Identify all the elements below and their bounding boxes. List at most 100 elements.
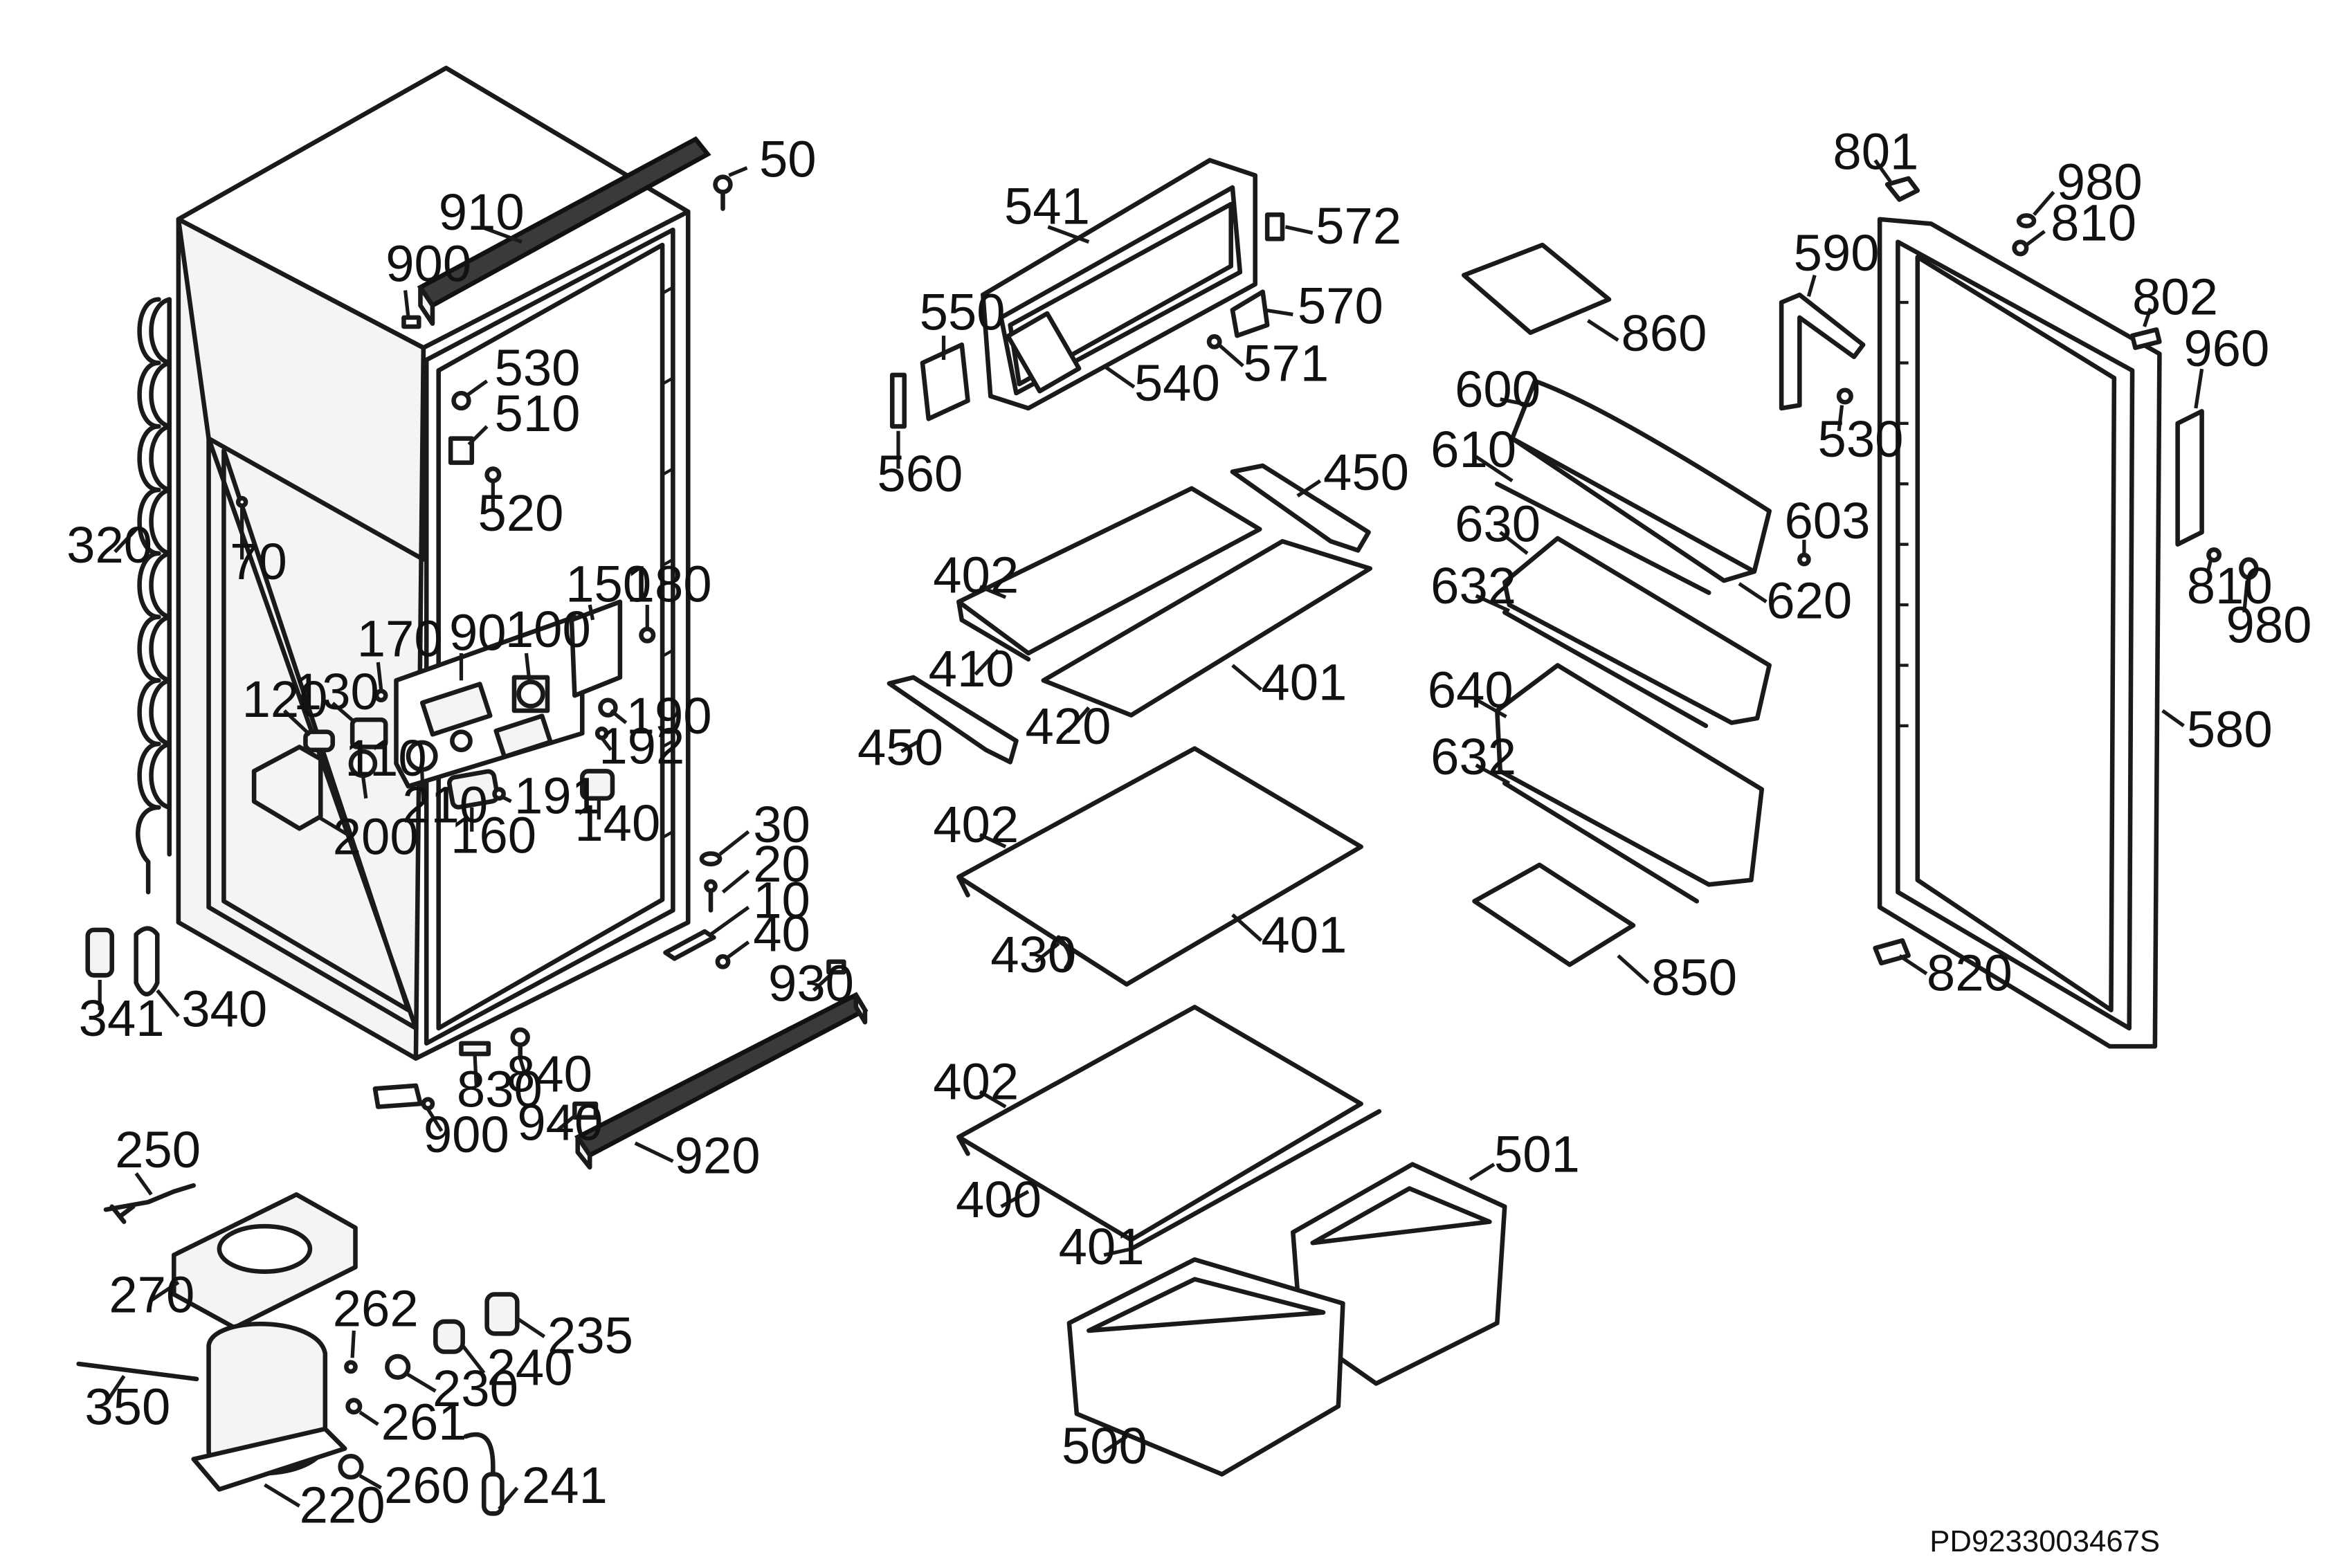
label-910: 910 — [439, 183, 525, 241]
label-610: 610 — [1430, 421, 1516, 478]
label-550: 550 — [920, 283, 1006, 340]
label-850: 850 — [1651, 949, 1737, 1006]
bottom-trim-bar — [372, 959, 869, 1170]
label-340: 340 — [181, 981, 267, 1038]
label-900-bottom: 900 — [424, 1106, 509, 1163]
label-450-lower: 450 — [857, 719, 943, 776]
label-170: 170 — [357, 610, 443, 667]
label-150: 150 — [565, 556, 651, 613]
label-590: 590 — [1794, 224, 1880, 282]
crisper-drawers — [1066, 1162, 1507, 1477]
label-50: 50 — [759, 131, 817, 188]
label-930: 930 — [768, 955, 854, 1012]
label-920: 920 — [675, 1127, 761, 1185]
label-401-middle: 401 — [1261, 906, 1347, 964]
label-401: 401 — [1261, 654, 1347, 711]
label-530: 530 — [495, 339, 581, 396]
label-630: 630 — [1455, 495, 1541, 552]
refrigerator-door — [1779, 176, 2259, 1049]
label-900: 900 — [385, 235, 471, 292]
label-262: 262 — [333, 1279, 419, 1337]
freezer-door — [889, 158, 1285, 429]
label-402-middle: 402 — [933, 796, 1019, 853]
thermostat-assembly — [251, 599, 656, 831]
label-110: 110 — [345, 729, 426, 787]
label-401-lower: 401 — [1059, 1218, 1145, 1275]
compressor-group — [76, 1183, 520, 1516]
label-840: 840 — [507, 1046, 592, 1103]
condenser-coil — [136, 297, 172, 895]
label-20: 20 — [753, 835, 810, 893]
top-trim-bar — [417, 136, 711, 326]
label-810-lower: 810 — [2187, 557, 2273, 614]
label-235: 235 — [547, 1307, 633, 1365]
label-501: 501 — [1494, 1125, 1580, 1183]
label-240: 240 — [487, 1339, 573, 1396]
glass-shelves — [887, 463, 1382, 1252]
pipe-parts — [85, 926, 160, 996]
label-960: 960 — [2183, 320, 2269, 377]
label-402-lower: 402 — [933, 1053, 1019, 1111]
label-520: 520 — [478, 484, 564, 542]
label-341: 341 — [79, 990, 165, 1047]
label-180: 180 — [626, 556, 712, 613]
label-350: 350 — [84, 1378, 170, 1435]
label-260: 260 — [384, 1457, 470, 1514]
label-160: 160 — [451, 806, 536, 864]
label-241: 241 — [522, 1457, 608, 1514]
leader-lines — [98, 159, 2249, 1511]
label-570: 570 — [1298, 277, 1383, 335]
label-500: 500 — [1062, 1417, 1147, 1475]
label-220: 220 — [300, 1476, 385, 1533]
door-racks — [1461, 242, 1811, 967]
label-230: 230 — [433, 1360, 518, 1417]
label-100: 100 — [505, 601, 591, 658]
label-802: 802 — [2132, 268, 2218, 326]
label-402: 402 — [933, 547, 1019, 604]
label-210: 210 — [402, 776, 488, 834]
screw-50 — [713, 174, 733, 211]
label-632: 632 — [1430, 557, 1516, 614]
label-620: 620 — [1766, 572, 1852, 630]
label-571: 571 — [1243, 335, 1329, 392]
label-980: 980 — [2057, 153, 2143, 210]
label-410: 410 — [929, 640, 1015, 698]
label-90: 90 — [449, 604, 507, 662]
hinge-parts — [663, 851, 731, 969]
label-860: 860 — [1621, 304, 1707, 362]
label-980-lower: 980 — [2226, 596, 2312, 654]
label-801: 801 — [1833, 123, 1918, 181]
label-261: 261 — [381, 1393, 467, 1450]
label-420: 420 — [1026, 698, 1111, 755]
label-270: 270 — [109, 1266, 194, 1324]
label-10: 10 — [753, 871, 810, 929]
label-600: 600 — [1455, 361, 1541, 418]
label-30: 30 — [753, 796, 810, 853]
label-510: 510 — [495, 385, 581, 442]
label-820: 820 — [1927, 944, 2013, 1001]
label-430: 430 — [990, 926, 1076, 983]
label-940: 940 — [517, 1094, 603, 1151]
label-140: 140 — [574, 794, 660, 852]
label-70: 70 — [230, 533, 287, 590]
label-192: 192 — [599, 718, 684, 775]
small-liner-parts — [235, 315, 502, 509]
label-540: 540 — [1134, 354, 1220, 412]
label-120: 120 — [242, 671, 328, 728]
label-572: 572 — [1316, 197, 1401, 255]
label-632-lower: 632 — [1430, 728, 1516, 785]
label-190: 190 — [626, 687, 712, 745]
label-320: 320 — [66, 516, 152, 574]
label-560: 560 — [877, 445, 963, 502]
label-40: 40 — [753, 904, 810, 962]
label-580: 580 — [2187, 700, 2273, 758]
label-191: 191 — [514, 767, 600, 825]
document-code: PD9233003467S — [1929, 1524, 2160, 1558]
label-640: 640 — [1428, 662, 1514, 719]
label-450: 450 — [1323, 444, 1409, 501]
label-400: 400 — [956, 1171, 1042, 1228]
label-250: 250 — [115, 1121, 201, 1178]
label-810: 810 — [2051, 194, 2136, 251]
